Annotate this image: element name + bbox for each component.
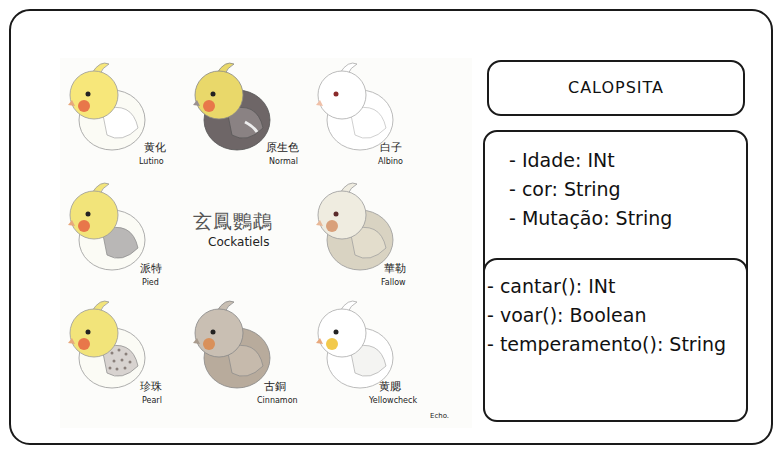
mutation-label: 黄化 — [144, 141, 166, 154]
mutation-label: Lutino — [139, 157, 164, 167]
mutation-label: 華勒 — [384, 262, 406, 275]
mutation-label: Fallow — [381, 278, 406, 288]
mutation-label: Albino — [378, 157, 403, 167]
mutation-label: 白子 — [380, 141, 402, 154]
attribute-line: - Mutação: String — [509, 204, 738, 233]
mutation-label: Pearl — [142, 396, 162, 406]
attribute-line: - cor: String — [509, 175, 738, 204]
mutation-label: 古銅 — [264, 380, 286, 393]
mutation-label: 玄鳳鸚鵡 — [193, 210, 273, 233]
methods-box: - cantar(): INt- voar(): Boolean- temper… — [483, 258, 748, 422]
mutation-label: Cinnamon — [257, 396, 298, 406]
mutation-label: Yellowcheck — [369, 396, 417, 406]
mutation-label: Echo. — [430, 412, 449, 420]
mutation-label: 原生色 — [266, 141, 299, 154]
mutation-label: Pied — [142, 278, 159, 288]
mutation-label: 黄腮 — [379, 380, 401, 393]
mutation-label: Cockatiels — [208, 235, 269, 249]
attributes-box: - Idade: INt- cor: String- Mutação: Stri… — [483, 130, 748, 420]
mutation-label: Normal — [269, 157, 298, 167]
attribute-line: - Idade: INt — [509, 146, 738, 175]
method-line: - cantar(): INt — [487, 272, 740, 301]
mutation-label: 珍珠 — [140, 380, 162, 393]
class-name: CALOPSITA — [568, 77, 664, 99]
mutation-label: 派特 — [140, 262, 162, 275]
method-line: - voar(): Boolean — [487, 301, 740, 330]
method-line: - temperamento(): String — [487, 330, 740, 359]
class-name-box: CALOPSITA — [487, 60, 745, 116]
